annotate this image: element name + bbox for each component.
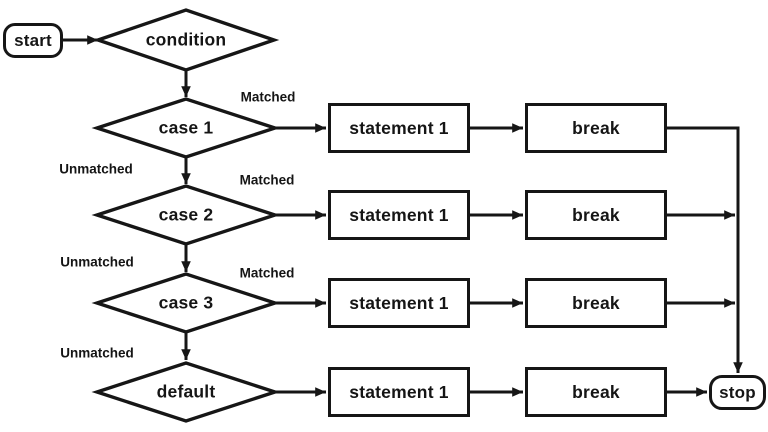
break-box-row2: break bbox=[525, 190, 667, 240]
default-diamond-shape bbox=[91, 361, 281, 423]
matched-label-row3: Matched bbox=[239, 265, 295, 281]
break-label-row1: break bbox=[572, 117, 620, 138]
break-label-row2: break bbox=[572, 204, 620, 225]
unmatched-label-3: Unmatched bbox=[60, 345, 134, 361]
break-box-row4: break bbox=[525, 367, 667, 417]
case3-diamond-shape bbox=[91, 272, 281, 334]
default-node-label: default bbox=[156, 381, 216, 402]
start-node: start bbox=[3, 23, 63, 58]
stop-node: stop bbox=[709, 375, 766, 410]
break-label-row3: break bbox=[572, 292, 620, 313]
statement-label-row4: statement 1 bbox=[349, 381, 449, 402]
condition-diamond-shape bbox=[92, 8, 280, 72]
matched-label-row2: Matched bbox=[239, 172, 295, 188]
statement-label-row1: statement 1 bbox=[349, 117, 449, 138]
break-box-row3: break bbox=[525, 278, 667, 328]
matched-label-row1: Matched bbox=[240, 89, 296, 105]
statement-box-row3: statement 1 bbox=[328, 278, 470, 328]
case1-node-label: case 1 bbox=[158, 117, 214, 138]
stop-label: stop bbox=[719, 382, 756, 402]
break-label-row4: break bbox=[572, 381, 620, 402]
statement-box-row2: statement 1 bbox=[328, 190, 470, 240]
case1-diamond-shape bbox=[91, 97, 281, 159]
unmatched-label-1: Unmatched bbox=[59, 161, 133, 177]
statement-box-row4: statement 1 bbox=[328, 367, 470, 417]
statement-label-row2: statement 1 bbox=[349, 204, 449, 225]
case2-node-label: case 2 bbox=[158, 204, 214, 225]
condition-node-label: condition bbox=[145, 29, 227, 50]
break-box-row1: break bbox=[525, 103, 667, 153]
case3-node-label: case 3 bbox=[158, 292, 214, 313]
unmatched-label-2: Unmatched bbox=[60, 254, 134, 270]
statement-box-row1: statement 1 bbox=[328, 103, 470, 153]
start-label: start bbox=[14, 30, 52, 50]
case2-diamond-shape bbox=[91, 184, 281, 246]
edge-break1-to-stop-rail bbox=[667, 126, 743, 373]
statement-label-row3: statement 1 bbox=[349, 292, 449, 313]
